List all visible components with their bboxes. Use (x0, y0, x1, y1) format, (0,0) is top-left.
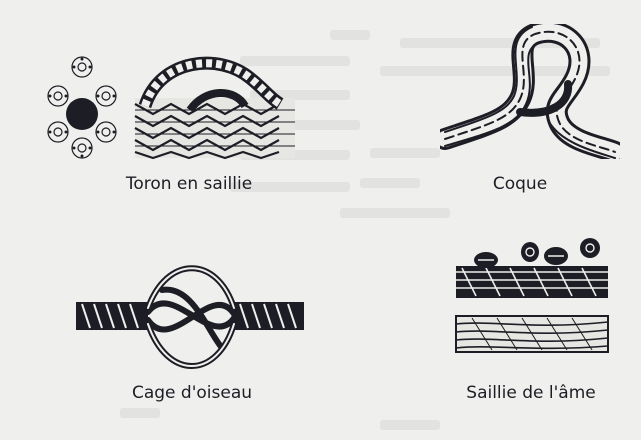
rope-left-end (76, 302, 148, 330)
wire-rope-kink-icon (440, 24, 620, 159)
wire-rope-birdcage-icon (72, 260, 308, 370)
figure-kink (440, 24, 620, 159)
rope-side-view (135, 63, 295, 158)
wire-rope-strand-protrusion-icon (40, 48, 300, 163)
figure-core-protrusion (452, 234, 612, 358)
caption-core-protrusion: Saillie de l'âme (466, 383, 595, 403)
caption-birdcage: Cage d'oiseau (132, 383, 252, 403)
figure-birdcage (72, 260, 308, 370)
rope-right-end (234, 302, 304, 330)
rope-with-core-bulges (456, 238, 608, 298)
caption-kink: Coque (493, 174, 547, 194)
rope-cross-section (48, 57, 116, 158)
caption-strand-protrusion: Toron en saillie (126, 174, 252, 194)
figure-strand-protrusion (40, 48, 300, 163)
wire-rope-core-protrusion-icon (452, 234, 612, 358)
rope-core-strands (456, 316, 608, 352)
